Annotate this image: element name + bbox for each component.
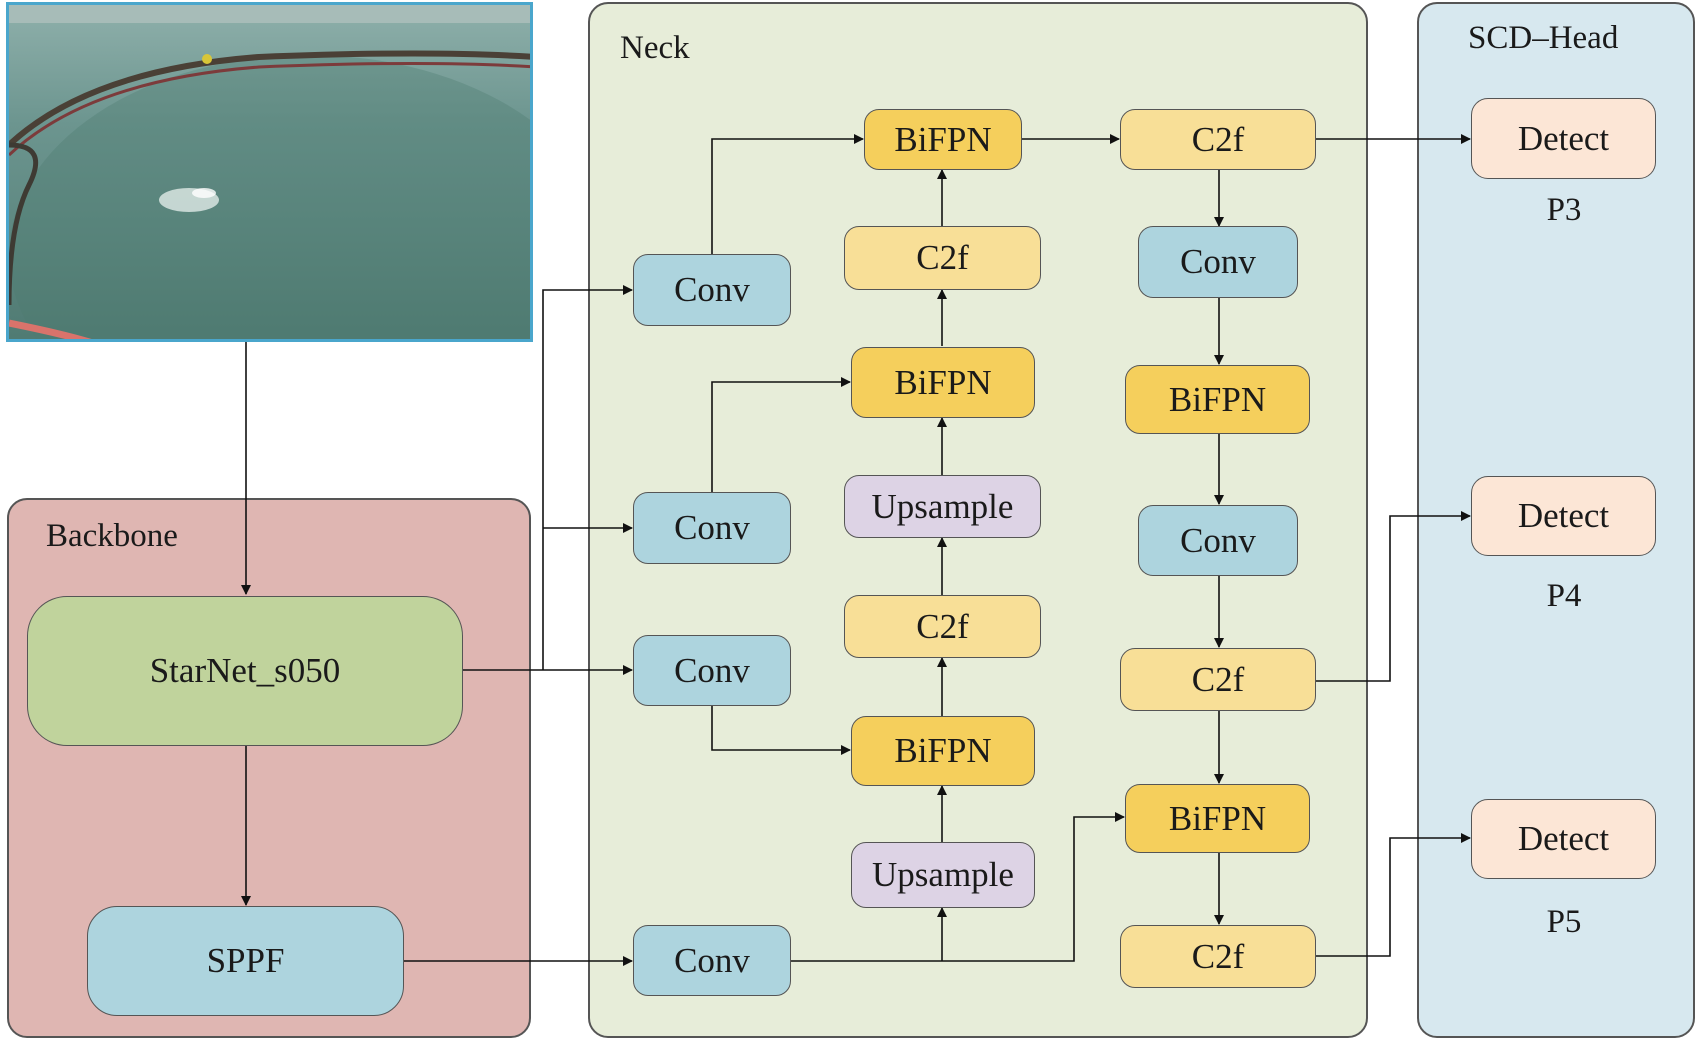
neck-upsample-2: Upsample [851,842,1035,908]
neck-c2f-5: C2f [1120,925,1316,988]
neck-conv-5: Conv [1138,226,1298,298]
neck-bifpn-1: BiFPN [864,109,1022,170]
neck-c2f-4: C2f [1120,648,1316,711]
head-title: SCD–Head [1468,20,1619,56]
sppf-block: SPPF [87,906,404,1016]
label-p4: P4 [1546,578,1582,614]
neck-upsample-1: Upsample [844,475,1041,538]
starnet-block: StarNet_s050 [27,596,463,746]
detect-p3: Detect [1471,98,1656,179]
detect-p4: Detect [1471,476,1656,556]
neck-bifpn-3: BiFPN [851,716,1035,786]
neck-bifpn-2: BiFPN [851,347,1035,418]
neck-conv-4: Conv [633,925,791,996]
neck-c2f-2: C2f [844,595,1041,658]
neck-conv-6: Conv [1138,505,1298,576]
neck-c2f-1: C2f [844,226,1041,290]
neck-bifpn-4: BiFPN [1125,365,1310,434]
neck-bifpn-5: BiFPN [1125,784,1310,853]
neck-conv-3: Conv [633,635,791,706]
neck-conv-2: Conv [633,492,791,564]
backbone-title: Backbone [46,518,178,554]
label-p5: P5 [1546,904,1582,940]
neck-title: Neck [620,30,690,66]
neck-c2f-3: C2f [1120,109,1316,170]
label-p3: P3 [1546,192,1582,228]
detect-p5: Detect [1471,799,1656,879]
fish-cage-photo [6,2,533,342]
neck-conv-1: Conv [633,254,791,326]
